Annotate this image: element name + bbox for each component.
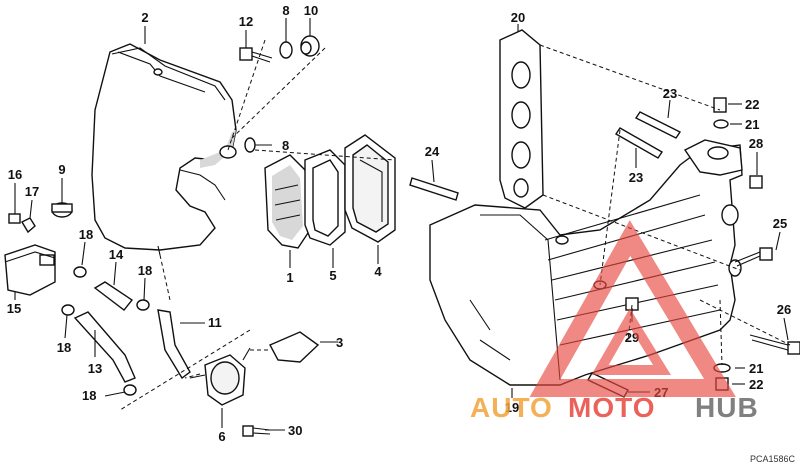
washer-part-21-top: [713, 119, 729, 129]
callout-26: 26: [777, 302, 791, 317]
callout-3: 3: [336, 335, 343, 350]
callout-18-b: 18: [138, 263, 152, 278]
callout-5: 5: [329, 268, 336, 283]
callout-21-bottom: 21: [749, 361, 763, 376]
bracket-part-3: [269, 331, 320, 363]
filter-element-part-1: [264, 154, 311, 249]
callout-14: 14: [109, 247, 124, 262]
callout-21-top: 21: [745, 117, 759, 132]
hose-part-11: [157, 309, 191, 380]
hose-part-14: [93, 281, 134, 311]
nut-part-28: [749, 175, 763, 189]
stud-part-24: [409, 177, 459, 201]
silencer-cover-part-2: [91, 43, 237, 256]
drawing-code: PCA1586C: [750, 454, 796, 464]
bolt-part-26: [749, 334, 800, 355]
watermark-word-moto: MOTO: [568, 392, 655, 423]
stud-part-23-lower: [615, 127, 663, 159]
callout-12: 12: [239, 14, 253, 29]
callout-17: 17: [25, 184, 39, 199]
callout-13: 13: [88, 361, 102, 376]
clamp-part-18-b: [136, 299, 150, 311]
clip-part-17: [21, 217, 36, 234]
watermark-word-auto: AUTO: [470, 392, 553, 423]
hose-part-13: [73, 311, 136, 383]
valve-part-15: [4, 244, 56, 296]
washer-part-8-side: [244, 137, 256, 153]
callout-2: 2: [141, 10, 148, 25]
leader-lines: [14, 18, 789, 431]
adapter-flange-part-4: [344, 134, 396, 243]
callout-11: 11: [208, 315, 222, 330]
callout-23-lower: 23: [629, 170, 643, 185]
callout-20: 20: [511, 10, 525, 25]
callout-24: 24: [425, 144, 440, 159]
clamp-part-18-a: [73, 266, 87, 278]
watermark-triangle-icon: [529, 220, 736, 397]
screw-part-30: [242, 425, 271, 437]
callout-10: 10: [304, 3, 318, 18]
callout-23-upper: 23: [663, 86, 677, 101]
stud-part-23-upper: [634, 111, 682, 139]
callout-18-c: 18: [57, 340, 71, 355]
callout-8-side: 8: [282, 138, 289, 153]
clamp-part-18-d: [123, 384, 137, 396]
callout-30: 30: [288, 423, 302, 438]
watermark-logo: AUTO MOTO HUB: [470, 220, 759, 423]
callout-19: 19: [505, 400, 519, 415]
assembly-lines: [119, 39, 791, 411]
watermark-word-hub: HUB: [695, 392, 759, 423]
callout-9: 9: [58, 162, 65, 177]
grommet-part-9: [51, 202, 73, 218]
bolt-part-12: [239, 47, 273, 63]
callout-8-top: 8: [282, 3, 289, 18]
bolt-part-25: [734, 247, 773, 267]
callout-18-a: 18: [79, 227, 93, 242]
washer-part-8-top: [279, 41, 293, 59]
check-valve-part-6: [189, 347, 251, 406]
callout-22-bottom: 22: [749, 377, 763, 392]
plug-part-22-top: [713, 97, 727, 113]
callout-15: 15: [7, 301, 21, 316]
callout-18-d: 18: [82, 388, 96, 403]
gasket-part-5: [304, 149, 346, 246]
callout-16: 16: [8, 167, 22, 182]
callout-28: 28: [749, 136, 763, 151]
callout-1: 1: [286, 270, 293, 285]
callout-4: 4: [374, 264, 382, 279]
callout-25: 25: [773, 216, 787, 231]
callout-22-top: 22: [745, 97, 759, 112]
clamp-part-18-c: [61, 304, 75, 316]
nut-part-16: [8, 213, 21, 224]
manifold-gasket-part-20: [499, 29, 544, 209]
grommet-part-10: [300, 35, 320, 57]
callout-6: 6: [218, 429, 225, 444]
